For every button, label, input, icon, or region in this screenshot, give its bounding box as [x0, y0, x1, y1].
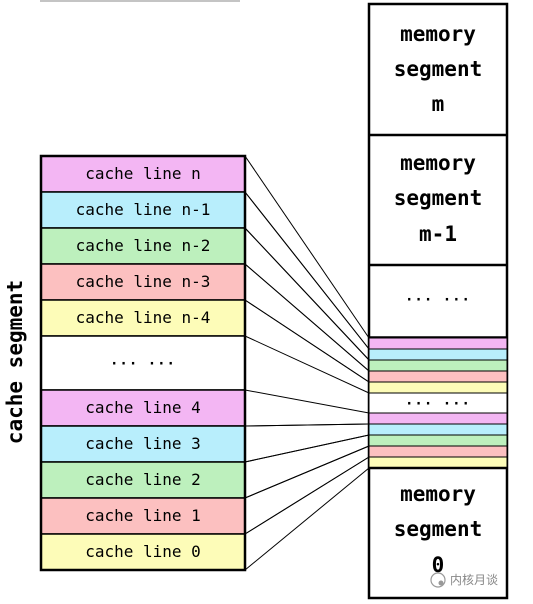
mapping-line — [244, 299, 370, 383]
mapping-line — [244, 456, 370, 535]
memory-segment-m-line2: segment — [394, 57, 483, 81]
mapping-connector-lines — [244, 155, 370, 571]
mapping-line — [244, 263, 370, 372]
memory-segment-m1-line1: memory — [400, 151, 476, 175]
cache-line-label: cache line 2 — [85, 470, 201, 489]
memory-strip-cell — [368, 370, 508, 383]
mapping-line — [244, 389, 370, 414]
memory-strip-cell — [368, 412, 508, 425]
cache-line-label: cache line n-4 — [76, 308, 211, 327]
memory-segment-0-line2: segment — [394, 517, 483, 541]
memory-strip-cell — [368, 445, 508, 458]
memory-strip-cell — [368, 381, 508, 394]
cache-segment-column: cache line n cache line n-1 cache line n-2… — [39, 154, 247, 572]
watermark: 内核月谈 — [430, 572, 498, 588]
memory-column-border — [367, 2, 509, 600]
memory-segment-m-line1: memory — [400, 22, 476, 46]
cache-segment-label: cache segment — [3, 280, 27, 444]
memory-segment-m-line3: m — [432, 92, 445, 116]
mapping-line — [244, 445, 370, 499]
cache-column-border — [39, 154, 247, 572]
mapping-line — [244, 191, 370, 350]
cache-line-ellipsis: ··· ··· — [110, 356, 176, 372]
cache-line-label: cache line 4 — [85, 398, 201, 417]
mapping-line — [244, 227, 370, 361]
mapping-line — [244, 434, 370, 463]
memory-middle-ellipsis: ··· ··· — [405, 292, 471, 308]
cache-line-cell — [40, 389, 246, 427]
memory-strip-cell — [368, 348, 508, 361]
memory-segment-m1-line2: segment — [394, 186, 483, 210]
memory-segment-m: memory segment m — [394, 22, 483, 116]
cache-line-label: cache line n-2 — [76, 236, 211, 255]
mapping-line — [244, 335, 370, 394]
memory-segment-0-line3: 0 — [432, 553, 445, 577]
memory-cache-strip: ··· ··· — [368, 337, 508, 470]
cache-line-label: cache line 1 — [85, 506, 201, 525]
mapping-line — [244, 467, 370, 571]
memory-segment-m1-line3: m-1 — [419, 222, 457, 246]
cache-line-label: cache line 0 — [85, 542, 201, 561]
memory-strip-cell — [368, 434, 508, 447]
memory-strip-cell — [368, 423, 508, 436]
cache-line-label: cache line n — [85, 164, 201, 183]
cache-line-cell — [40, 461, 246, 499]
memory-strip-ellipsis: ··· ··· — [405, 396, 471, 412]
memory-segment-0-line1: memory — [400, 482, 476, 506]
cache-line-label: cache line n-1 — [76, 200, 211, 219]
memory-strip-cell — [368, 359, 508, 372]
watermark-icon-dot — [438, 580, 444, 586]
mapping-line — [244, 423, 370, 427]
memory-column: memory segment m memory segment m-1 ··· … — [367, 2, 509, 600]
memory-strip-cell — [368, 337, 508, 350]
memory-strip-cell — [368, 456, 508, 469]
cache-line-label: cache line n-3 — [76, 272, 211, 291]
watermark-text: 内核月谈 — [450, 573, 498, 587]
memory-segment-m-1: memory segment m-1 — [394, 151, 483, 246]
memory-segment-0: memory segment 0 — [394, 482, 483, 577]
cache-line-label: cache line 3 — [85, 434, 201, 453]
watermark-icon — [430, 572, 446, 588]
mapping-line — [244, 155, 370, 339]
